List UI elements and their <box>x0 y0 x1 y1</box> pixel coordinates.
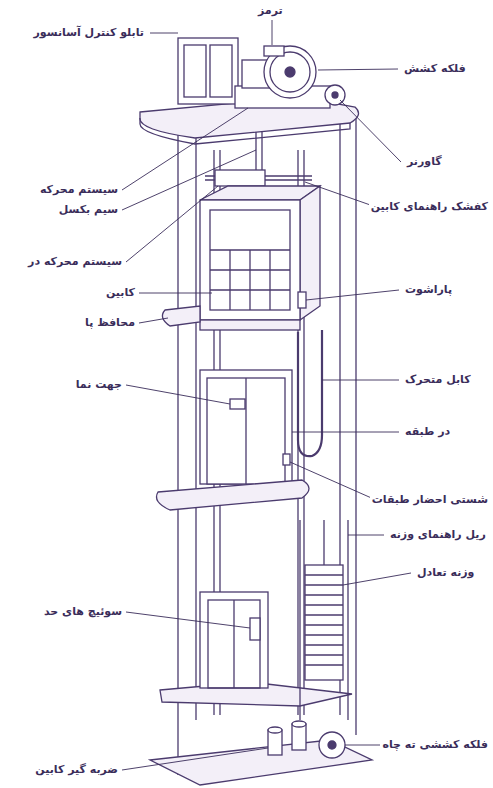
landing <box>157 370 310 510</box>
part-label: فلکه کششی ته چاه <box>380 738 490 752</box>
part-label: سوئیچ های حد <box>42 605 124 619</box>
leader-lines <box>122 20 411 770</box>
part-label: پاراشوت <box>403 283 454 297</box>
part-label: سیستم محرکه در <box>26 255 124 269</box>
machine-room <box>140 38 359 144</box>
shaft <box>178 112 356 775</box>
part-label: سیستم محرکه <box>38 183 120 197</box>
part-label: در طبقه <box>403 425 452 439</box>
part-label: گاورنر <box>405 155 444 169</box>
part-label: کابل متحرک <box>403 373 473 387</box>
part-label: ترمز <box>256 4 285 18</box>
counterweight <box>300 520 348 720</box>
part-label: جهت نما <box>74 378 124 392</box>
part-label: شستی احضار طبقات <box>370 493 490 507</box>
part-label: تابلو کنترل آسانسور <box>32 26 146 40</box>
part-label: کابین <box>104 286 137 300</box>
part-label: کفشک راهنمای کابین <box>369 200 490 214</box>
part-label: محافظ پا <box>83 316 137 330</box>
part-label: وزنه تعادل <box>415 566 476 580</box>
part-label: ریل راهنمای وزنه <box>388 528 488 542</box>
traveling-cable <box>298 330 322 456</box>
part-label: سیم بکسل <box>57 203 120 217</box>
part-label: ضربه گیر کابین <box>33 763 120 777</box>
part-label: فلکه کشش <box>402 62 468 76</box>
